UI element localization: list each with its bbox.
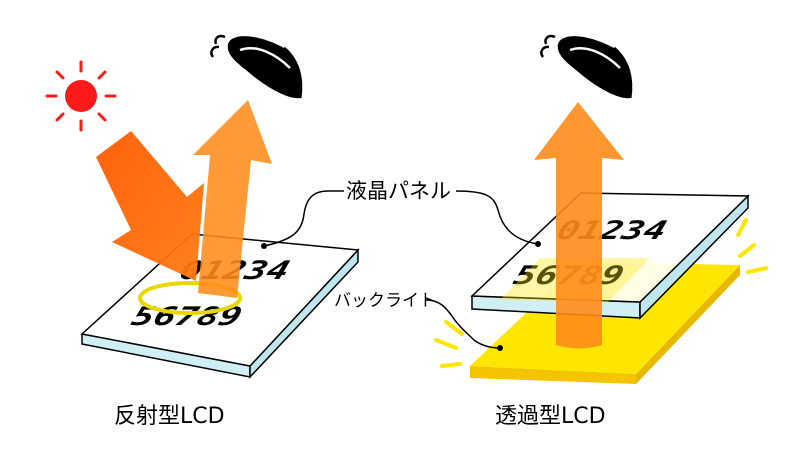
lcd-panel-leader-dot-left: [261, 243, 267, 249]
eye-icon: [540, 34, 633, 99]
backlight-leader-dot: [497, 345, 503, 351]
reflective-lcd-caption: 反射型LCD: [114, 404, 225, 429]
transmissive-lcd-caption: 透過型LCD: [495, 404, 606, 429]
lcd-panel-leader-dot-right: [535, 241, 541, 247]
transmitted-light-arrow: [534, 102, 624, 349]
backlight-label: バックライト: [334, 291, 436, 311]
backlight-glow-rays: [434, 218, 768, 368]
eye-icon: [210, 34, 303, 99]
lcd-panel-label: 液晶パネル: [346, 179, 451, 203]
backlight-slab: [470, 262, 740, 384]
lcd-panel-label-group: 液晶パネル: [261, 179, 541, 249]
incoming-light-arrow: [96, 131, 204, 281]
backlight-label-group: バックライト: [334, 291, 503, 351]
transmissive-lcd-group: 01234 56789 透過型LCD: [434, 34, 768, 429]
reflection-point-ring: [138, 281, 242, 315]
lcd-panel-leader-right: [455, 190, 539, 245]
reflective-lcd-group: 01234 56789 反射型LCD: [45, 34, 360, 429]
reflected-light-arrow: [193, 100, 272, 298]
lcd-panel-leader-left: [263, 190, 344, 247]
sun-icon: [45, 60, 117, 132]
backlight-leader-line: [425, 299, 501, 349]
